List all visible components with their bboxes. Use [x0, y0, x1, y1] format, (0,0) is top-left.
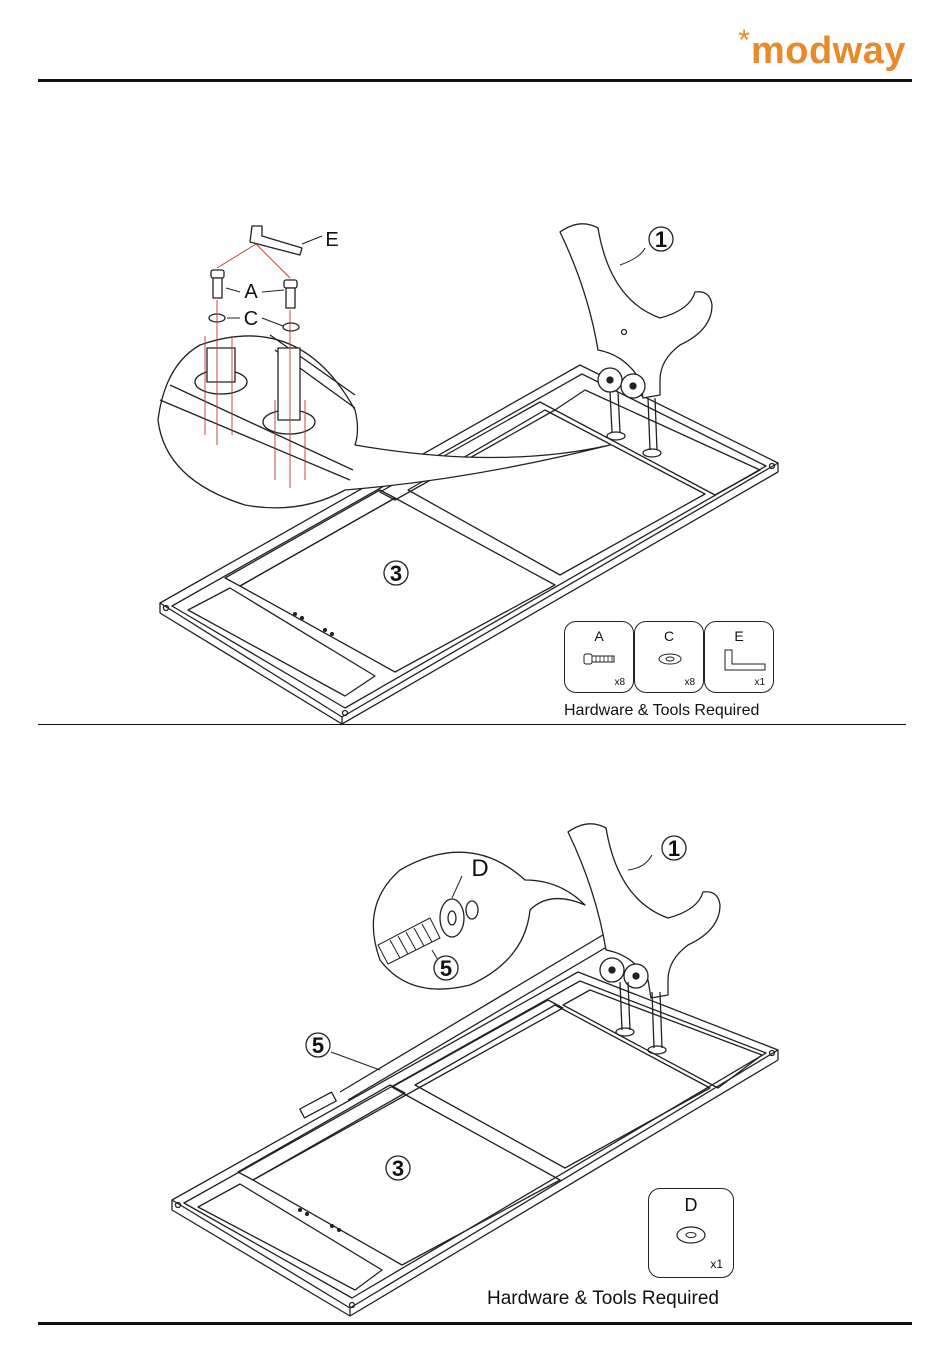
step1-y-frame — [560, 224, 712, 457]
step1-callout-bolt: A — [244, 281, 258, 303]
step1-diagram: 1 3 E A C — [0, 0, 950, 724]
hardware-qty: x1 — [754, 677, 765, 688]
step2-callout-frame: 1 — [668, 836, 680, 861]
step2-diagram: 1 3 5 5 D — [0, 725, 950, 1322]
step1-detail-bubble — [158, 335, 610, 508]
step1-wrench — [250, 226, 302, 255]
step1-hardware-title: Hardware & Tools Required — [564, 702, 759, 720]
step2-callout-washer: D — [471, 855, 488, 882]
step2-callout-bar-detail: 5 — [440, 956, 452, 981]
step2-hardware-d: D x1 — [648, 1188, 734, 1278]
step1-callout-base: 3 — [390, 561, 402, 586]
step1-callout-wrench: E — [325, 229, 338, 251]
step1-hardware-e: E x1 — [704, 621, 774, 693]
step2-callout-base: 3 — [392, 1156, 404, 1181]
footer-rule — [38, 1322, 912, 1325]
step1-hardware-c: C x8 — [634, 621, 704, 693]
step1-hardware-a: A x8 — [564, 621, 634, 693]
step1-callout-washer: C — [244, 308, 258, 330]
step2-hardware-title: Hardware & Tools Required — [487, 1288, 719, 1310]
hardware-qty: x1 — [710, 1257, 723, 1271]
hardware-qty: x8 — [684, 677, 695, 688]
hardware-qty: x8 — [614, 677, 625, 688]
step1-callout-frame: 1 — [655, 227, 667, 252]
step2-callout-bar: 5 — [312, 1033, 324, 1058]
